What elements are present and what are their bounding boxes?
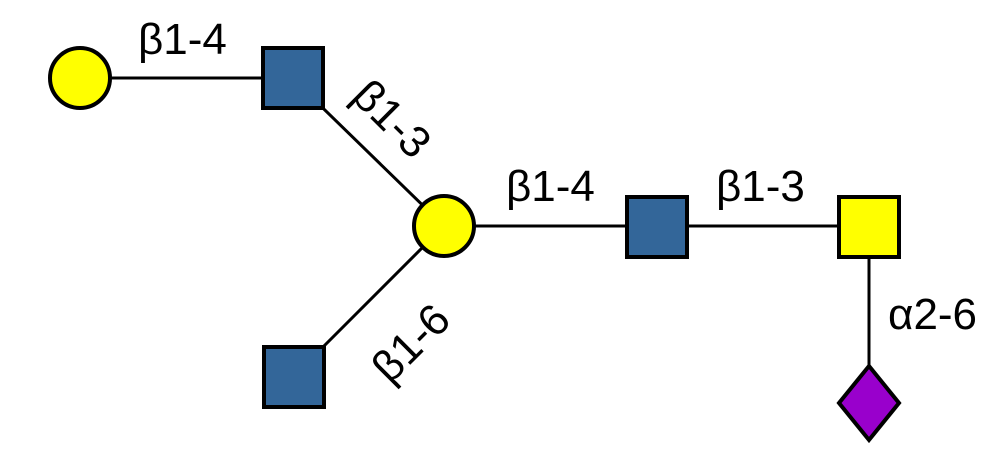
gal-terminal-circle bbox=[48, 46, 112, 110]
galnac-root-square bbox=[837, 195, 901, 259]
neuac-diamond bbox=[836, 362, 902, 444]
link-label-beta1-4-middle: β1-4 bbox=[506, 162, 595, 211]
link-label-beta1-3-diagonal: β1-3 bbox=[343, 70, 441, 168]
link-label-beta1-6-diagonal: β1-6 bbox=[362, 295, 460, 393]
link-label-beta1-3-right: β1-3 bbox=[716, 162, 805, 211]
glcnac-upper-square bbox=[261, 46, 325, 110]
glcnac-lower-square bbox=[262, 345, 326, 409]
link-label-alpha2-6: α2-6 bbox=[888, 290, 977, 339]
glcnac-mid-square bbox=[625, 195, 689, 259]
link-label-beta1-4-top: β1-4 bbox=[138, 15, 227, 64]
gal-branch-circle bbox=[412, 194, 476, 258]
